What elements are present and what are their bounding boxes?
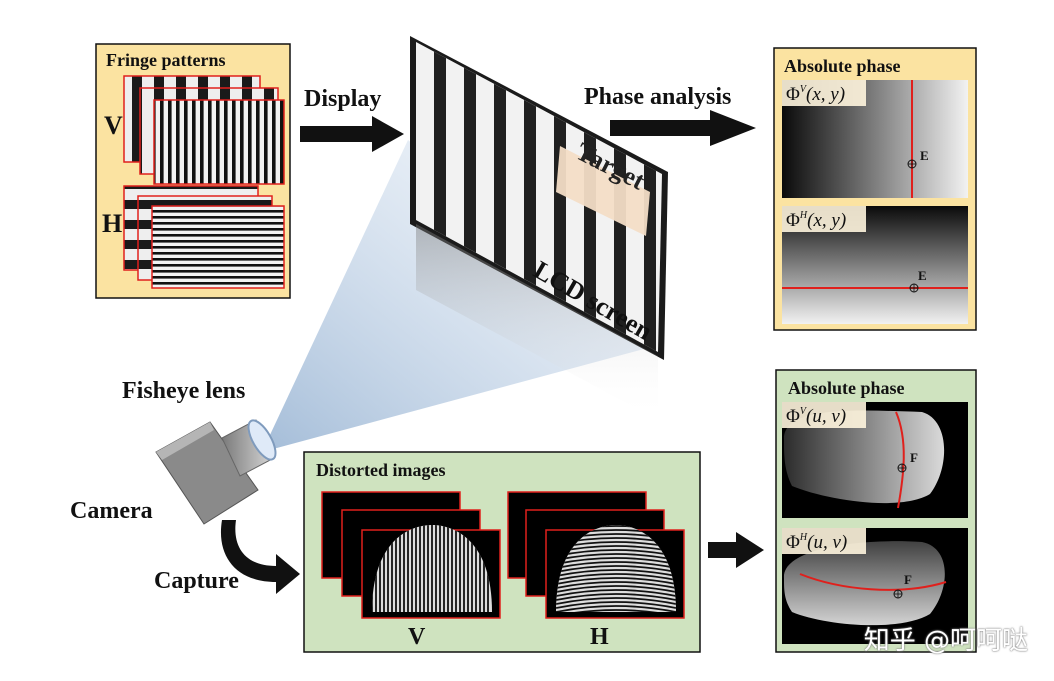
distorted-images-title: Distorted images xyxy=(316,460,445,480)
capture-arrow xyxy=(220,520,300,594)
phase-v-uv-label: ΦV(u, v) xyxy=(786,406,846,427)
absolute-phase-bottom-title: Absolute phase xyxy=(788,378,905,398)
absolute-phase-top-title: Absolute phase xyxy=(784,56,901,76)
phase-h-xy-label: ΦH(x, y) xyxy=(786,210,846,231)
distorted-v-label: V xyxy=(408,624,426,650)
phase-analysis-arrow xyxy=(610,110,756,146)
absolute-phase-bottom-panel: Absolute phase F ΦV(u, v) F ΦH(u, v) xyxy=(775,369,977,653)
absolute-phase-top-panel: Absolute phase E ΦV(x, y) E ΦH(x, y) xyxy=(773,47,977,331)
fringe-v-label: V xyxy=(104,111,123,140)
fringe-patterns-panel: Fringe patterns V H xyxy=(95,43,291,299)
fringe-h-frame-3 xyxy=(151,205,285,289)
display-label: Display xyxy=(304,86,381,112)
phase-h-uv-label: ΦH(u, v) xyxy=(786,532,847,553)
distorted-images-panel: Distorted images V H xyxy=(303,451,701,653)
fringe-h-label: H xyxy=(102,209,122,238)
camera-icon xyxy=(155,419,277,525)
watermark: 知乎 @呵呵哒 xyxy=(863,626,1028,656)
fisheye-lens-label: Fisheye lens xyxy=(122,378,245,404)
to-absolute-phase-arrow xyxy=(708,532,764,568)
fringe-v-frame-3 xyxy=(153,99,285,185)
point-e-label-v: E xyxy=(920,148,929,163)
display-arrow xyxy=(300,116,404,152)
camera-label: Camera xyxy=(70,498,153,524)
point-f-label-v: F xyxy=(910,450,918,465)
point-e-label-h: E xyxy=(918,268,927,283)
distorted-h-label: H xyxy=(590,624,609,650)
point-f-label-h: F xyxy=(904,572,912,587)
fringe-patterns-title: Fringe patterns xyxy=(106,50,225,70)
capture-label: Capture xyxy=(154,568,239,594)
phase-v-xy-label: ΦV(x, y) xyxy=(786,84,845,105)
fisheye-lens-icon xyxy=(247,419,277,461)
phase-analysis-label: Phase analysis xyxy=(584,84,731,110)
